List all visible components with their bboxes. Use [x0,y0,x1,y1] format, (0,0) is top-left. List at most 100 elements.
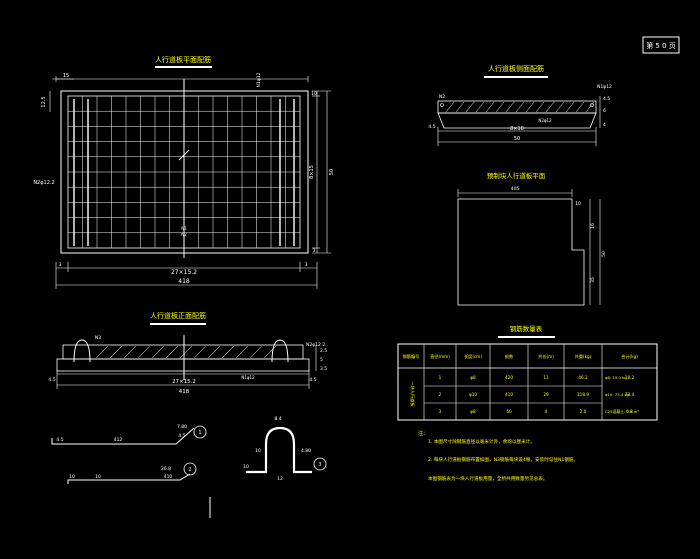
plan-dim-right-mid: 8×15 [309,165,315,179]
front-n3-left [73,339,91,363]
n1-dim-left: 4.5 [56,437,63,443]
front-dim-bottom-spacing: 27×15.2 [172,379,196,385]
table-grid [423,344,603,420]
plan-dim-right-overall: 50 [329,169,335,175]
table-cell: 118.9 [577,392,589,397]
table-cell: 4 [545,409,548,414]
front-slab-top [62,344,304,360]
n3-id: 3 [318,462,321,468]
rebar-quantity-table: 钢筋数量表 钢筋编号直径(mm)长度(cm)根数共长(m)共重(kg)合计(kg… [397,324,658,421]
table-total-cell: C25混凝土: 0.9 m³ [605,409,639,414]
table-cell: 46.2 [578,375,588,380]
table-cell: 11 [543,375,549,380]
n1-dim-mid: 412 [114,437,123,443]
side-hatch-line [445,101,455,113]
n2-dim-top: 26.8 [161,466,171,472]
front-hatch-line [123,345,137,359]
precast-block-outline [457,198,585,306]
front-hatch-line [137,345,151,359]
side-slab-body [437,112,597,129]
side-dim-right-b: 6 [603,108,606,114]
n3-dim-top: 8.4 [274,416,281,422]
table-cell: 2.0 [580,409,587,414]
plan-view-title: 人行道板平面配筋 [155,55,211,64]
table-cell: 73.4 [625,392,635,397]
plan-dim-top-left: 15 [63,73,69,79]
plan-dim-bottom-spacing: 27×15.2 [171,269,197,276]
side-hatch-line [495,101,505,113]
side-hatch-line [475,101,485,113]
table-group-label: 一块人行道板 [409,381,416,407]
table-cell: 29 [543,392,549,397]
table-cell: 3 [439,409,442,414]
table-total-cell: φ10: 73.4 kg [605,392,630,397]
side-dim-right-top: N1φ12 [597,84,612,90]
precast-plan-view: 预制块人行道板平面 405 10 16 35 50 [457,171,607,306]
precast-dim-notch-w: 10 [575,201,581,207]
n2-dim-right: 410 [164,474,173,480]
n3-dim-base: 10 [243,464,249,470]
table-header-cell: 直径(mm) [430,353,450,359]
side-hatch-line [535,101,545,113]
front-section-view: 人行道板正面配筋 N3 N2φ12.2 2.5 5 3.5 N1φ12 4.5 … [48,311,327,395]
table-cell: φ8 [470,409,476,414]
table-cell: 2 [439,392,442,397]
front-inner-mark: N1φ12 [241,375,255,380]
front-hatch-line [165,345,179,359]
front-hatch-line [95,345,109,359]
rebar-detail-n2: 10 10 410 26.8 2 [67,462,197,484]
n3-dim-right-h: 4.80 [301,448,311,454]
table-cell: φ8 [470,375,476,380]
side-section-hatch [445,101,595,113]
side-section-title: 人行道板侧面配筋 [488,64,544,73]
front-hatch-line [193,345,207,359]
plan-view: 人行道板平面配筋 15 12.5 N2φ12.2 N1φ12 10 8×15 5 [33,55,335,289]
front-dim-right: N2φ12.2 [306,342,325,348]
side-section-view: 人行道板侧面配筋 N2 N1φ12 4.5 6 4 4.5 N2φ12 8×10… [428,64,612,146]
side-hatch-line [515,101,525,113]
table-cell: 410 [505,392,513,397]
side-dim-right-a: 4.5 [603,96,610,102]
table-title: 钢筋数量表 [510,324,543,333]
front-n3-right [271,339,289,363]
table-header-cell: 长度(cm) [464,353,482,360]
note-line-2: 2. 每块人行道板钢筋布置如图，N3钢筋每块设4根，安装时勾住N1钢筋。 [428,456,578,463]
side-dim-right-c: 4 [603,122,606,128]
front-dim-left: N3 [95,335,101,341]
side-hatch-line [545,101,555,113]
front-hatch-line [179,345,193,359]
plan-dim-left-bar: N2φ12.2 [33,180,54,186]
front-hatch-line [109,345,123,359]
side-dim-left: N2 [439,94,445,100]
plan-callout-n2: N2 [181,232,187,237]
side-dim-overall: 50 [514,136,520,142]
side-hatch-line [505,101,515,113]
plan-break-mark [178,149,190,161]
precast-dim-right-low: 35 [590,277,596,283]
front-dim-bottom-left: 4.5 [48,377,55,383]
n2-dim-mid: 10 [95,474,101,480]
front-dim-right-a: 2.5 [320,348,327,354]
n2-dim-left: 10 [69,474,75,480]
table-header-cell: 共长(m) [538,353,554,360]
table-header-cell: 合计(kg) [621,353,638,360]
table-header-cell: 共重(kg) [575,353,592,360]
note-line-3: 本图钢筋表为一块人行道板用量，全桥共用数量另见总表。 [428,475,547,482]
plan-dim-left-top: 12.5 [41,96,47,107]
front-hatch-line [235,345,249,359]
precast-dim-notch-h: 16 [590,223,596,229]
table-cell: φ10 [469,392,477,397]
front-hatch-line [221,345,235,359]
side-dim-bottom-mid: 8×10 [510,126,524,132]
front-dim-right-c: 3.5 [320,366,327,372]
side-hatch-line [455,101,465,113]
n1-dim-right-bot: 4.5 [178,433,185,439]
n1-dim-right-top: 7.80 [177,424,187,430]
notes-block: 注： 1. 本图尺寸除钢筋直径以毫米计外，余均以厘米计。 2. 每块人行道板钢筋… [418,430,578,482]
side-inner-mark: N2φ12 [538,118,552,123]
front-slab-bottom [56,358,310,372]
front-dim-overall: 418 [179,389,190,395]
front-hatch-line [207,345,221,359]
side-hatch-line [465,101,475,113]
